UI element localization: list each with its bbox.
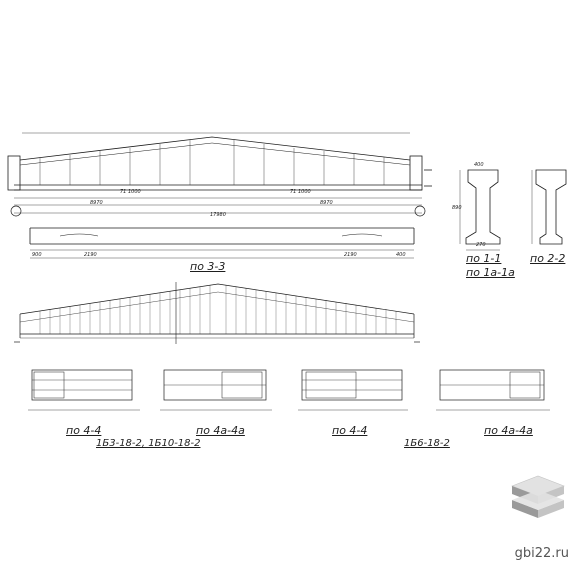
dim-section-width: 400 — [474, 162, 484, 168]
cross-section-1-1 — [459, 169, 501, 251]
plan-views — [28, 369, 550, 411]
section-2-2-label: по 2-2 — [530, 252, 566, 265]
plan-4-4-left — [28, 369, 140, 411]
section-1-1-label: по 1-1 — [466, 252, 502, 265]
stirrup-lines — [39, 140, 385, 185]
reinforcement-elevation — [14, 282, 420, 344]
plan-4-4-right — [298, 369, 408, 411]
plan-4a-left — [160, 369, 272, 411]
beam-elevation — [7, 132, 432, 217]
plan-4a-right-label: по 4а-4а — [484, 424, 533, 437]
gbi-logo-icon — [511, 475, 565, 518]
dim-2190-right: 2190 — [344, 252, 357, 258]
plan-4a-right — [436, 369, 550, 411]
section-3-3-label: по 3-3 — [190, 260, 226, 273]
dim-right-half: 8970 — [320, 200, 333, 206]
dim-400: 400 — [396, 252, 406, 258]
dim-900: 900 — [32, 252, 42, 258]
dim-section-web: 270 — [476, 242, 486, 248]
plan-4a-left-label: по 4а-4а — [196, 424, 245, 437]
cross-section-2-2 — [531, 169, 567, 245]
codes-left: 1Б3-18-2, 1Б10-18-2 — [96, 438, 201, 449]
dim-total-length: 17980 — [210, 212, 226, 218]
plan-4-4-left-label: по 4-4 — [66, 424, 102, 437]
dim-section-height: 890 — [452, 205, 462, 211]
plan-4-4-right-label: по 4-4 — [332, 424, 368, 437]
dim-top-right: 71 1000 — [290, 189, 311, 195]
watermark: gbi22.ru — [514, 546, 569, 561]
beam-lower-elevation — [29, 227, 415, 259]
dim-2190-left: 2190 — [84, 252, 97, 258]
section-1a-label: по 1а-1а — [466, 266, 515, 279]
dim-left-half: 8970 — [90, 200, 103, 206]
dim-top-left: 71 1000 — [120, 189, 141, 195]
codes-right: 1Б6-18-2 — [404, 438, 450, 449]
